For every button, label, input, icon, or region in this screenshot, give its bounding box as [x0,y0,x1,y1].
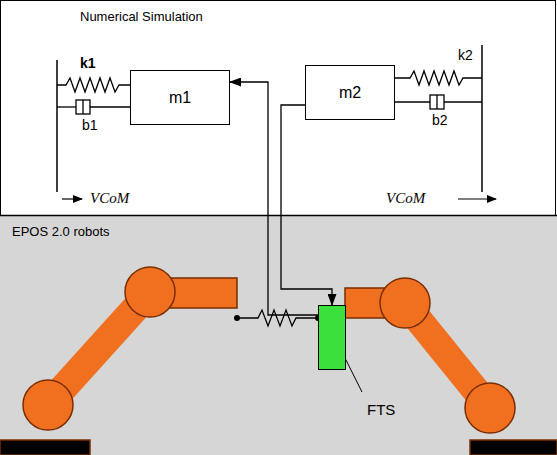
mass-box: m1 [130,70,230,125]
simulation-panel [1,1,556,216]
panel-title: Numerical Simulation [80,9,203,24]
mass-label: m2 [339,84,361,102]
velocity-arrow [62,198,82,199]
damper-label: b2 [432,112,448,128]
left-robot [0,267,240,455]
right-robot [345,278,557,455]
mass-label: m1 [169,89,191,107]
spring-k2 [395,71,482,85]
sensor-label: FTS [367,401,395,418]
panel-title: EPOS 2.0 robots [12,224,110,239]
signal-connector [281,105,332,305]
spring-label: k1 [80,55,96,71]
force-torque-sensor: FTS [318,305,346,370]
spring-label: k2 [458,47,473,63]
velocity-arrow [458,198,496,199]
wall [56,60,58,192]
velocity-label: VCoM [90,190,129,207]
robot-panel [0,216,557,455]
velocity-label: VCoM [386,190,425,207]
spring-k1 [57,78,130,92]
mass-box: m2 [305,65,395,120]
damper-b2 [395,95,482,109]
measuring-spring [237,310,318,326]
damper-label: b1 [82,117,98,133]
wall [481,45,483,192]
damper-b1 [57,100,130,114]
